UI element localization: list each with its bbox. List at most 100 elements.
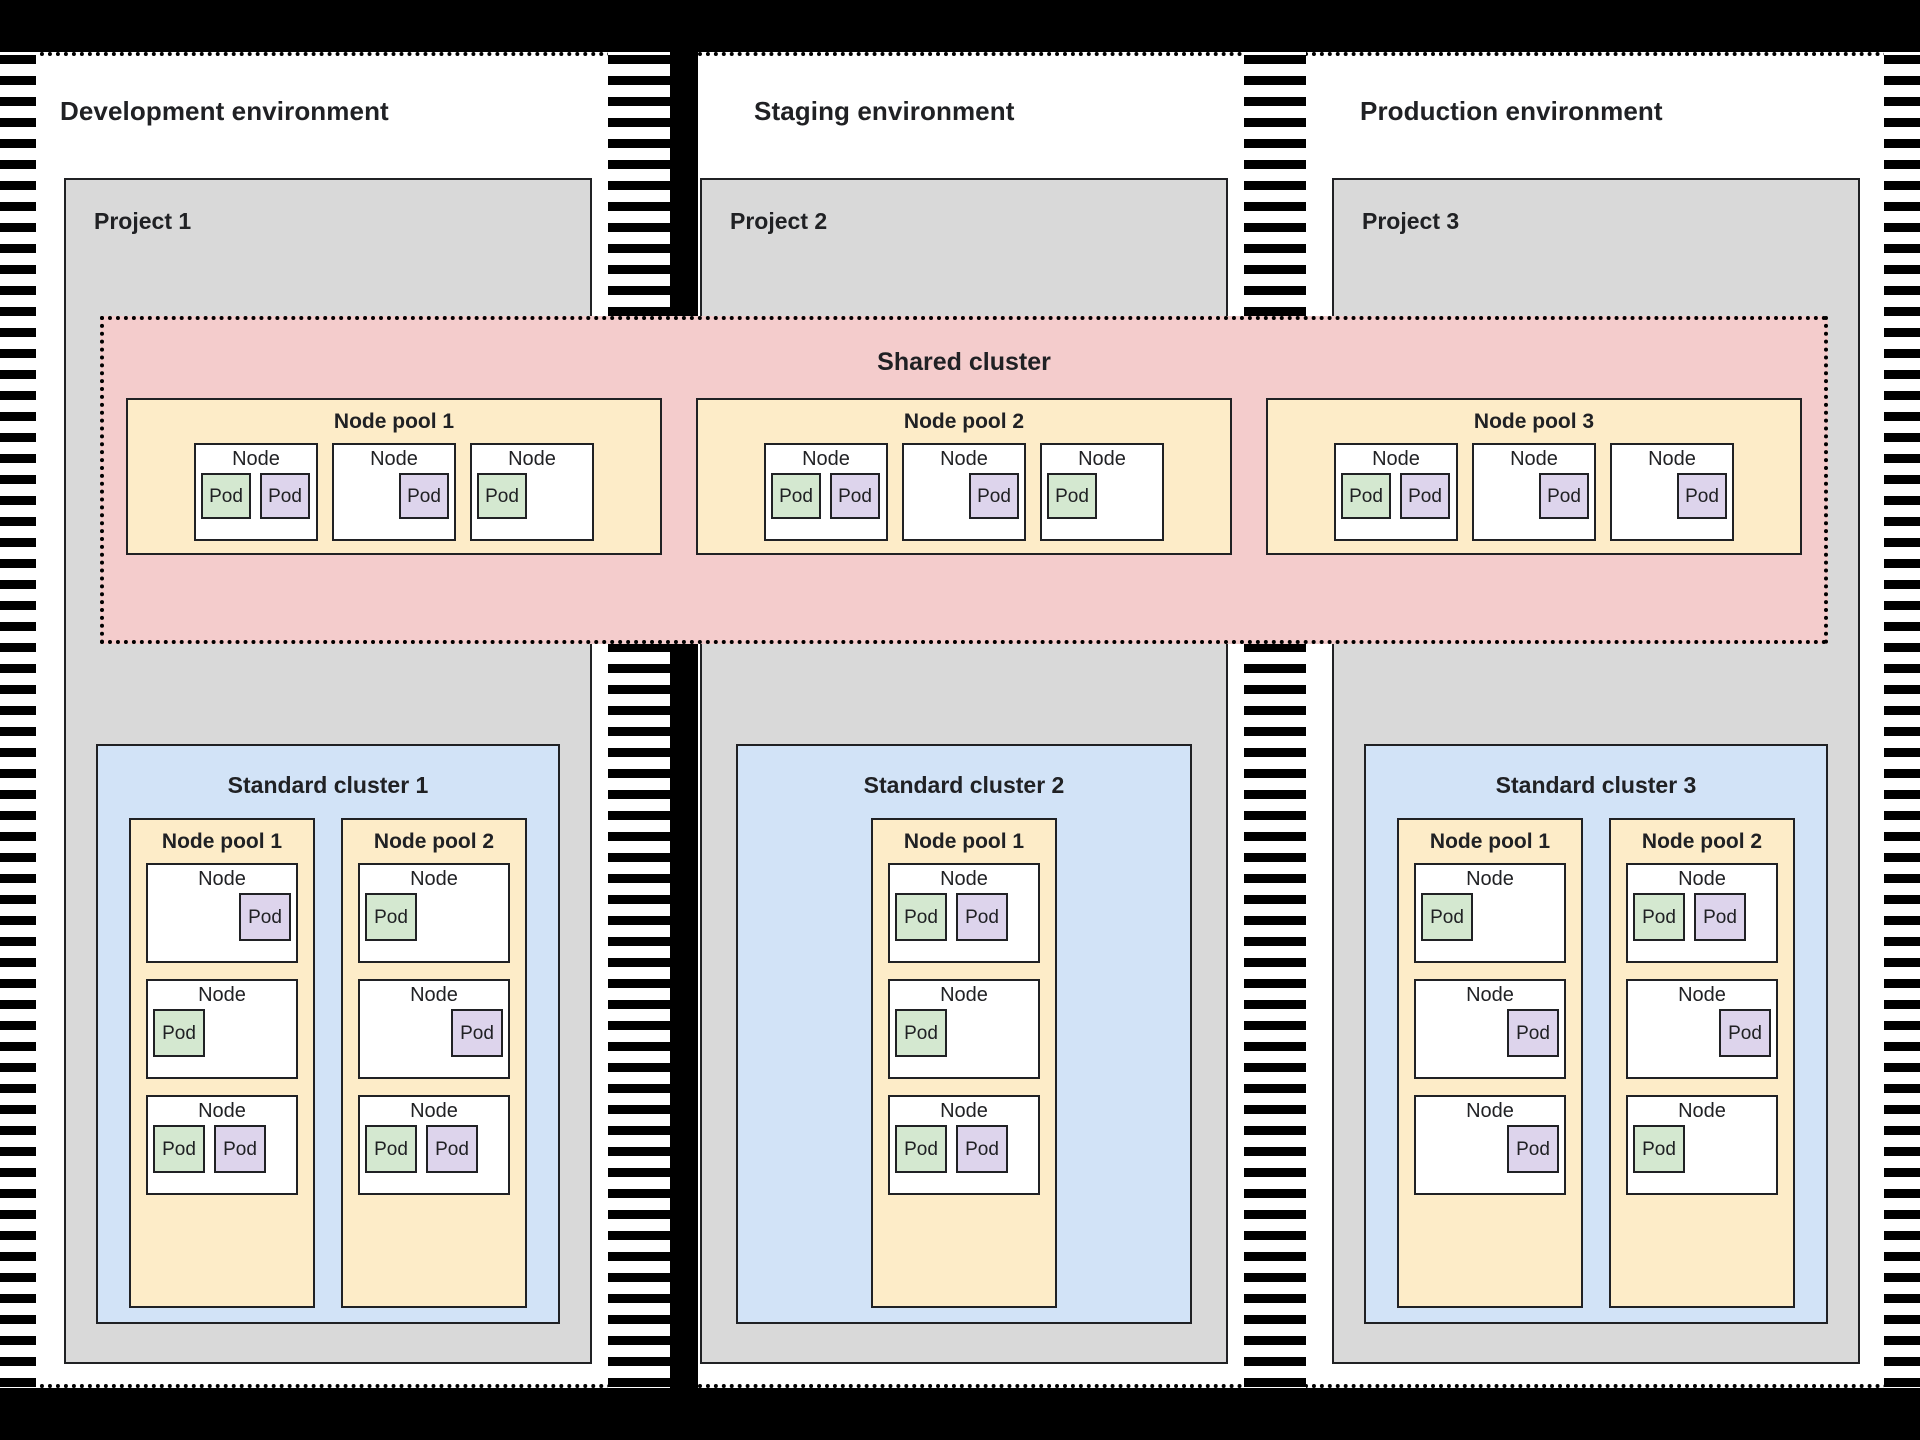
pod-purple: Pod (451, 1009, 503, 1057)
project-title-3: Project 3 (1362, 208, 1460, 234)
pod-green: Pod (153, 1125, 205, 1173)
node-label: Node (940, 868, 988, 890)
node-label: Node (940, 448, 988, 470)
project-title-2: Project 2 (730, 208, 828, 234)
pod-container: Pod (1416, 1125, 1564, 1178)
node-label: Node (198, 868, 246, 890)
environment-title-production: Production environment (1360, 96, 1663, 126)
pod-purple: Pod (969, 473, 1019, 519)
node-label: Node (1466, 984, 1514, 1006)
pod-purple: Pod (1507, 1009, 1559, 1057)
node-label: Node (1078, 448, 1126, 470)
node-pool-title: Node pool 1 (903, 830, 1025, 853)
pod-green: Pod (201, 473, 251, 519)
pod-green: Pod (153, 1009, 205, 1057)
pod-purple: Pod (830, 473, 880, 519)
shared-cluster-title: Shared cluster (877, 348, 1051, 376)
node-pool-title: Node pool 2 (903, 410, 1025, 433)
node-pool-title: Node pool 3 (1473, 410, 1595, 433)
node-pool-title: Node pool 2 (1641, 830, 1763, 853)
node-pool-title: Node pool 1 (333, 410, 455, 433)
pod-green: Pod (895, 893, 947, 941)
pod-container: Pod (1474, 473, 1594, 524)
pod-purple: Pod (1507, 1125, 1559, 1173)
pod-container: Pod (1042, 473, 1162, 524)
pod-purple: Pod (399, 473, 449, 519)
node-label: Node (410, 868, 458, 890)
pod-green: Pod (771, 473, 821, 519)
pod-purple: Pod (214, 1125, 266, 1173)
node-label: Node (1648, 448, 1696, 470)
pod-purple: Pod (956, 893, 1008, 941)
pod-green: Pod (1421, 893, 1473, 941)
environment-title-staging: Staging environment (754, 96, 1015, 126)
node-label: Node (1678, 868, 1726, 890)
pod-container: Pod (1628, 1125, 1776, 1178)
pod-green: Pod (1341, 473, 1391, 519)
pod-purple: Pod (1694, 893, 1746, 941)
pod-green: Pod (1633, 893, 1685, 941)
node-pool-title: Node pool 2 (373, 830, 495, 853)
standard-cluster-title-1: Standard cluster 1 (227, 772, 429, 798)
pod-purple: Pod (1677, 473, 1727, 519)
node-label: Node (198, 1100, 246, 1122)
node-label: Node (802, 448, 850, 470)
pod-container: Pod (360, 893, 508, 946)
standard-cluster-title-2: Standard cluster 2 (863, 772, 1065, 798)
node-label: Node (940, 984, 988, 1006)
pod-container: Pod (904, 473, 1024, 524)
pod-green: Pod (895, 1009, 947, 1057)
pod-green: Pod (365, 1125, 417, 1173)
hatch-separator-right (1884, 52, 1920, 1388)
node-label: Node (1466, 1100, 1514, 1122)
pod-green: Pod (1633, 1125, 1685, 1173)
pod-container: Pod (1628, 1009, 1776, 1062)
pod-green: Pod (477, 473, 527, 519)
node-label: Node (1466, 868, 1514, 890)
hatch-separator-left (0, 52, 36, 1388)
pod-container: Pod (1416, 893, 1564, 946)
hatch-separator-dev-staging (608, 52, 670, 1388)
node-label: Node (1372, 448, 1420, 470)
pod-purple: Pod (239, 893, 291, 941)
pod-container: Pod (1612, 473, 1732, 524)
hatch-separator-staging-prod (1244, 52, 1306, 1388)
pod-container: Pod (472, 473, 592, 524)
node-label: Node (508, 448, 556, 470)
